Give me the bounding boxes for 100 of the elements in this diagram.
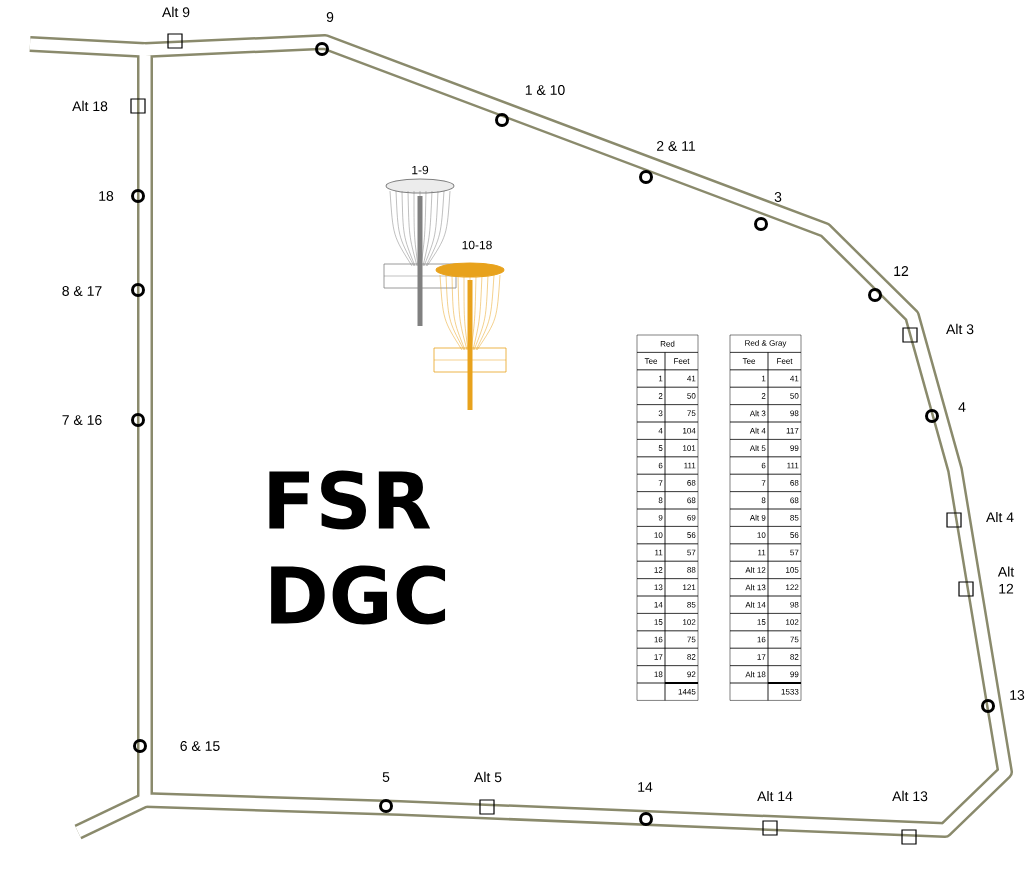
table-header: Feet	[664, 352, 699, 371]
table-cell: 98	[767, 404, 802, 423]
course-title: FSR	[269, 470, 431, 530]
tee-label: Alt 3	[946, 323, 974, 335]
table-cell: 11	[729, 543, 769, 562]
table-cell: 102	[664, 613, 699, 632]
tee-label: 18	[99, 191, 114, 201]
table-cell: Alt 5	[729, 439, 769, 458]
table-cell: 85	[664, 595, 699, 614]
tee-label: 8 & 17	[62, 286, 102, 296]
table-header: Tee	[729, 352, 769, 371]
table-cell: 92	[664, 665, 699, 684]
table-cell: 85	[767, 508, 802, 527]
table-cell: 18	[636, 665, 666, 684]
tee-label: Alt 12	[997, 566, 1015, 594]
table-cell: 5	[636, 439, 666, 458]
table-cell: Alt 13	[729, 578, 769, 597]
tee-label: 7 & 16	[62, 415, 102, 425]
table-cell: 1	[729, 369, 769, 388]
tee-label: 2 & 11	[657, 141, 696, 151]
table-cell: 2	[729, 386, 769, 405]
table-header: Red & Gray	[729, 334, 802, 353]
table-cell: 111	[767, 456, 802, 475]
tee-label: 13	[1010, 690, 1025, 700]
table-cell: 10	[729, 526, 769, 545]
table-cell: 7	[729, 473, 769, 492]
table-cell: 121	[664, 578, 699, 597]
tee-label: Alt 14	[757, 790, 793, 802]
table-cell: 99	[767, 665, 802, 684]
table-cell: 75	[664, 630, 699, 649]
table-cell: 10	[636, 526, 666, 545]
table-header: Red	[636, 334, 699, 353]
tee-label: Alt 18	[72, 100, 108, 112]
table-cell: Alt 9	[729, 508, 769, 527]
table-cell: 122	[767, 578, 802, 597]
table-cell: 69	[664, 508, 699, 527]
table-cell: 8	[636, 491, 666, 510]
table-cell: 41	[664, 369, 699, 388]
table-cell: 82	[664, 647, 699, 666]
table-cell: Alt 4	[729, 421, 769, 440]
table-header: Tee	[636, 352, 666, 371]
table-cell: 13	[636, 578, 666, 597]
table-cell: 68	[767, 473, 802, 492]
table-cell: 68	[664, 491, 699, 510]
tee-label: Alt 5	[474, 771, 502, 783]
course-title: DGC	[271, 565, 446, 625]
table-total: 1533	[767, 682, 802, 701]
table-cell: 11	[636, 543, 666, 562]
table-cell: 8	[729, 491, 769, 510]
table-cell: Alt 3	[729, 404, 769, 423]
table-cell: 68	[767, 491, 802, 510]
tee-label: Alt 13	[892, 790, 928, 802]
table-cell: 101	[664, 439, 699, 458]
table-cell: 12	[636, 560, 666, 579]
table-cell: 16	[636, 630, 666, 649]
table-cell: 17	[636, 647, 666, 666]
table-cell: Alt 14	[729, 595, 769, 614]
tee-label: 3	[774, 192, 782, 202]
table-cell: 75	[767, 630, 802, 649]
tee-label: 14	[638, 782, 653, 792]
tee-label: 5	[382, 772, 390, 782]
table-cell: 6	[636, 456, 666, 475]
tee-label: 4	[958, 402, 966, 412]
table-cell: 99	[767, 439, 802, 458]
table-cell: 1	[636, 369, 666, 388]
tee-label: 1 & 10	[525, 85, 565, 95]
table-total: 1445	[664, 682, 699, 701]
table-cell: 15	[729, 613, 769, 632]
table-cell: 56	[664, 526, 699, 545]
table-cell: 98	[767, 595, 802, 614]
table-cell: 50	[664, 386, 699, 405]
table-cell: 50	[767, 386, 802, 405]
table-cell: 56	[767, 526, 802, 545]
tee-label: 9	[326, 12, 334, 22]
table-cell: 104	[664, 421, 699, 440]
tee-label: Alt 4	[986, 511, 1014, 523]
table-cell: 57	[664, 543, 699, 562]
table-cell: 82	[767, 647, 802, 666]
table-cell: 3	[636, 404, 666, 423]
tee-label: 6 & 15	[180, 741, 220, 751]
table-cell: 7	[636, 473, 666, 492]
table-cell: 41	[767, 369, 802, 388]
table-header: Feet	[767, 352, 802, 371]
table-cell: 105	[767, 560, 802, 579]
basket-label: 1-9	[412, 165, 429, 175]
table-cell: 111	[664, 456, 699, 475]
table-cell: 15	[636, 613, 666, 632]
table-cell: 4	[636, 421, 666, 440]
table-cell: 102	[767, 613, 802, 632]
table-cell: Alt 12	[729, 560, 769, 579]
table-cell: 17	[729, 647, 769, 666]
tee-label: 12	[894, 266, 909, 276]
table-cell: 88	[664, 560, 699, 579]
table-cell: 6	[729, 456, 769, 475]
table-cell: 9	[636, 508, 666, 527]
tee-label: Alt 9	[162, 6, 190, 18]
table-cell: 16	[729, 630, 769, 649]
table-cell: 57	[767, 543, 802, 562]
table-cell: 2	[636, 386, 666, 405]
table-cell: 14	[636, 595, 666, 614]
